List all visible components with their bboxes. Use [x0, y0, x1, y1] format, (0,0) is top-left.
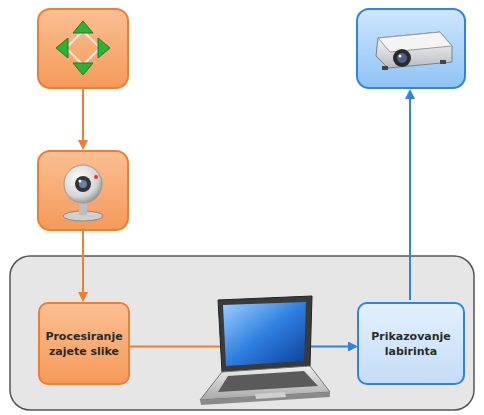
arrow-line — [82, 231, 84, 300]
process-box: Procesiranje zajete slike — [38, 302, 130, 385]
node-label: Prikazovanje labirinta — [367, 329, 455, 359]
projector-icon — [376, 32, 452, 70]
node-label: Procesiranje zajete slike — [45, 329, 122, 359]
webcam-icon — [63, 165, 103, 221]
system-panel — [10, 256, 474, 410]
arrow-line — [409, 91, 411, 300]
arrow-line — [82, 89, 84, 148]
direction-arrows-icon — [56, 21, 110, 75]
display-box: Prikazovanje labirinta — [357, 302, 465, 385]
projector-box — [357, 9, 465, 88]
webcam-box — [38, 151, 128, 230]
input-box — [38, 9, 128, 88]
laptop-icon — [200, 296, 330, 405]
